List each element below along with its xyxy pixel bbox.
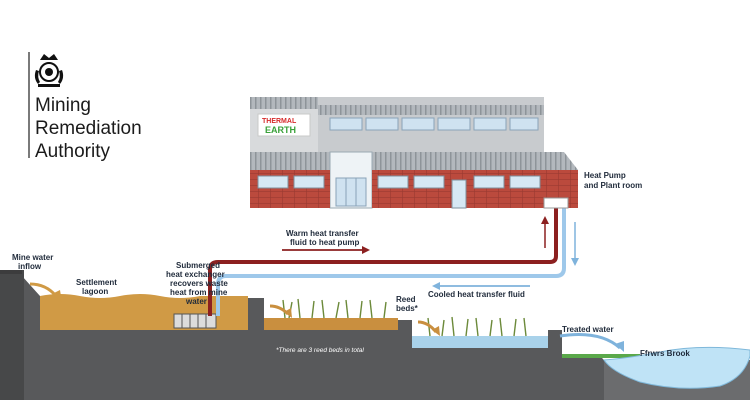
- label-hx-1: Submerged: [176, 261, 220, 270]
- label-mine-water-1: Mine water: [12, 253, 53, 262]
- reed-bed-clean-water: [412, 336, 548, 348]
- cool-pipe: [216, 206, 566, 316]
- terrain: [0, 270, 750, 400]
- royal-crest-icon: [34, 54, 64, 87]
- warm-pipe: [208, 206, 558, 316]
- labels: Mine water inflow Settlement lagoon Subm…: [12, 171, 690, 358]
- label-lagoon-1: Settlement: [76, 278, 117, 287]
- label-brook: Ffrwrs Brook: [640, 349, 690, 358]
- flow-arrows: [29, 216, 624, 352]
- treated-arrow: [559, 333, 622, 350]
- heat-exchanger-unit: [173, 313, 217, 329]
- reeds-bed-2: [427, 316, 527, 337]
- label-warm-2: fluid to heat pump: [290, 238, 359, 247]
- label-hx-3: recovers waste: [170, 279, 228, 288]
- reeds-bed-1: [282, 298, 387, 319]
- label-hx-4: heat from mine: [170, 288, 228, 297]
- label-heat-pump-1: Heat Pump: [584, 171, 626, 180]
- sign-line-2: EARTH: [265, 125, 296, 135]
- sign-line-1: THERMAL: [262, 118, 297, 125]
- label-mine-water-2: inflow: [18, 262, 42, 271]
- logo-line-1: Mining: [35, 95, 91, 116]
- label-reed-note: *There are 3 reed beds in total: [276, 347, 364, 354]
- label-lagoon-2: lagoon: [82, 287, 108, 296]
- brook-water: [603, 346, 750, 389]
- label-cooled: Cooled heat transfer fluid: [428, 290, 525, 299]
- label-reed-2: beds*: [396, 304, 419, 313]
- thermal-earth-sign: THERMAL EARTH: [257, 113, 311, 137]
- label-hx-2: heat exchanger: [166, 270, 225, 279]
- label-heat-pump-2: and Plant room: [584, 181, 642, 190]
- label-hx-5: water: [185, 297, 207, 306]
- label-warm-1: Warm heat transfer: [286, 229, 359, 238]
- reed-bed-water: [264, 318, 398, 330]
- label-reed-1: Reed: [396, 295, 416, 304]
- label-treated: Treated water: [562, 325, 614, 334]
- logo-line-3: Authority: [35, 141, 110, 162]
- plant-room-connector: [543, 197, 569, 209]
- mra-logo: Mining Remediation Authority: [28, 52, 142, 162]
- logo-line-2: Remediation: [35, 118, 142, 139]
- plant-building: THERMAL EARTH: [250, 97, 578, 209]
